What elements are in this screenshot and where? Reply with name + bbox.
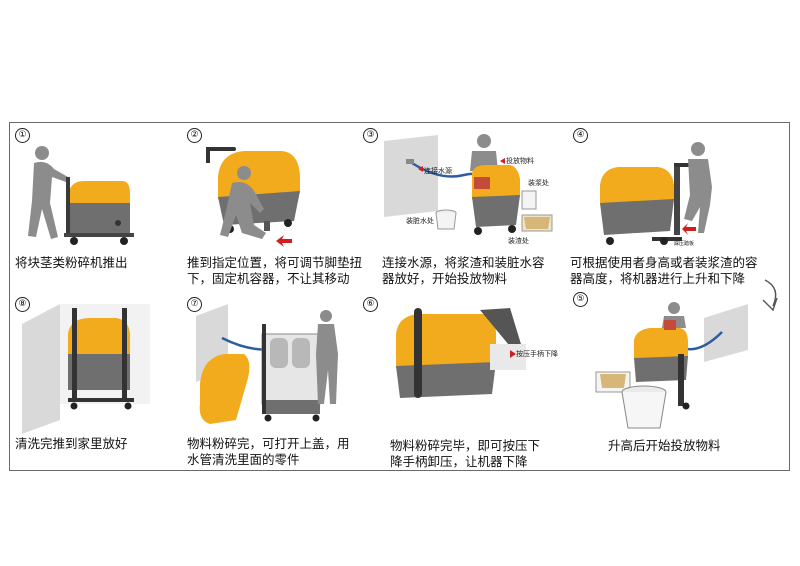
- step-number: ⑥: [363, 297, 378, 312]
- label-foot-pedal: 踩压踏板: [674, 240, 694, 247]
- step-number: ⑤: [573, 292, 588, 307]
- step-number: ③: [363, 128, 378, 143]
- step-8-panel: ⑧ 清洗完推到家里放好: [12, 294, 202, 464]
- step-3-illustration: 连接水源 投放物料 装浆处 装脏水处 装渣处: [384, 134, 553, 245]
- label-pulp-area: 装浆处: [528, 178, 549, 187]
- step-number: ④: [573, 128, 588, 143]
- step-1-illustration: [28, 146, 134, 245]
- step-1-panel: ① 将块茎类粉碎机推出: [12, 125, 202, 295]
- step-2-illustration: [206, 147, 300, 247]
- label-water-source: 连接水源: [424, 166, 452, 175]
- red-arrow-icon: [682, 223, 696, 235]
- step-caption: 推到指定位置，将可调节脚垫扭 下，固定机容器，不让其移动: [187, 255, 363, 286]
- grinder-machine: [600, 163, 696, 245]
- grinder-machine: [634, 320, 690, 410]
- person-figure: [316, 310, 338, 404]
- step-caption: 连接水源，将浆渣和装脏水容 器放好，开始投放物料: [382, 255, 545, 286]
- red-arrow-icon: [276, 235, 292, 247]
- label-press-handle: 按压手柄下降: [516, 349, 558, 358]
- step-5-illustration: [595, 302, 748, 429]
- kneeling-person: [220, 166, 266, 239]
- step-number: ⑧: [15, 297, 30, 312]
- curved-arrow-icon: [762, 279, 778, 312]
- person-figure: [684, 142, 712, 233]
- step-7-panel: ⑦ 物料粉碎完，可打开上盖，用 水管清洗里面的零件: [184, 294, 374, 467]
- label-residue-area: 装渣处: [508, 236, 529, 245]
- step-caption: 升高后开始投放物料: [608, 438, 721, 453]
- wall: [704, 304, 748, 362]
- step-number: ⑦: [187, 297, 202, 312]
- grinder-machine: [396, 308, 524, 398]
- step-caption: 清洗完推到家里放好: [15, 436, 128, 451]
- grinder-machine: [472, 165, 520, 235]
- wall: [384, 135, 438, 217]
- bucket: [621, 391, 667, 429]
- step-caption: 将块茎类粉碎机推出: [15, 255, 128, 270]
- red-arrow-icon: [418, 166, 423, 172]
- step-caption: 可根据使用者身高或者装浆渣的容 器高度，将机器进行上升和下降: [570, 255, 758, 286]
- step-6-illustration: 按压手柄下降: [396, 308, 558, 398]
- grinder-machine: [68, 308, 134, 410]
- red-arrow-icon: [510, 350, 516, 358]
- step-4-panel: ④ 踩压踏板 可根据使用者身高或者装浆渣的容 器高度，将机器进行上升和下降: [570, 125, 760, 295]
- person-figure: [28, 146, 68, 239]
- step-caption: 物料粉碎完，可打开上盖，用 水管清洗里面的零件: [187, 436, 350, 467]
- label-feed-material: 投放物料: [506, 156, 534, 165]
- step-4-illustration: 踩压踏板: [600, 142, 712, 247]
- step-7-illustration: [196, 304, 338, 424]
- grinder-machine-open: [261, 324, 321, 422]
- step-8-illustration: [22, 304, 150, 434]
- step-6-panel: ⑥ 按压手柄下降 物料粉碎完毕，即可按压下 降手柄卸压，让机器下降: [360, 294, 558, 469]
- step-number: ②: [187, 128, 202, 143]
- instruction-frame: [9, 122, 790, 471]
- grinder-machine: [64, 177, 134, 245]
- label-dirty-water-area: 装脏水处: [406, 216, 434, 225]
- step-2-panel: ② 推到指定位置，将可调节脚垫扭 下，固定机容器，不让其移动: [184, 125, 374, 295]
- open-lid: [199, 354, 250, 424]
- step-number: ①: [15, 128, 30, 143]
- step-caption: 物料粉碎完毕，即可按压下 降手柄卸压，让机器下降: [390, 438, 541, 469]
- wall: [22, 304, 60, 434]
- red-arrow-icon: [500, 158, 505, 164]
- step-5-panel: ⑤ 升高后开始投放物料: [570, 292, 760, 464]
- step-3-panel: ③ 连接水源 投放物料 装浆处 装脏水处 装渣处 连接水源，将浆渣和装脏水容 器…: [360, 125, 553, 295]
